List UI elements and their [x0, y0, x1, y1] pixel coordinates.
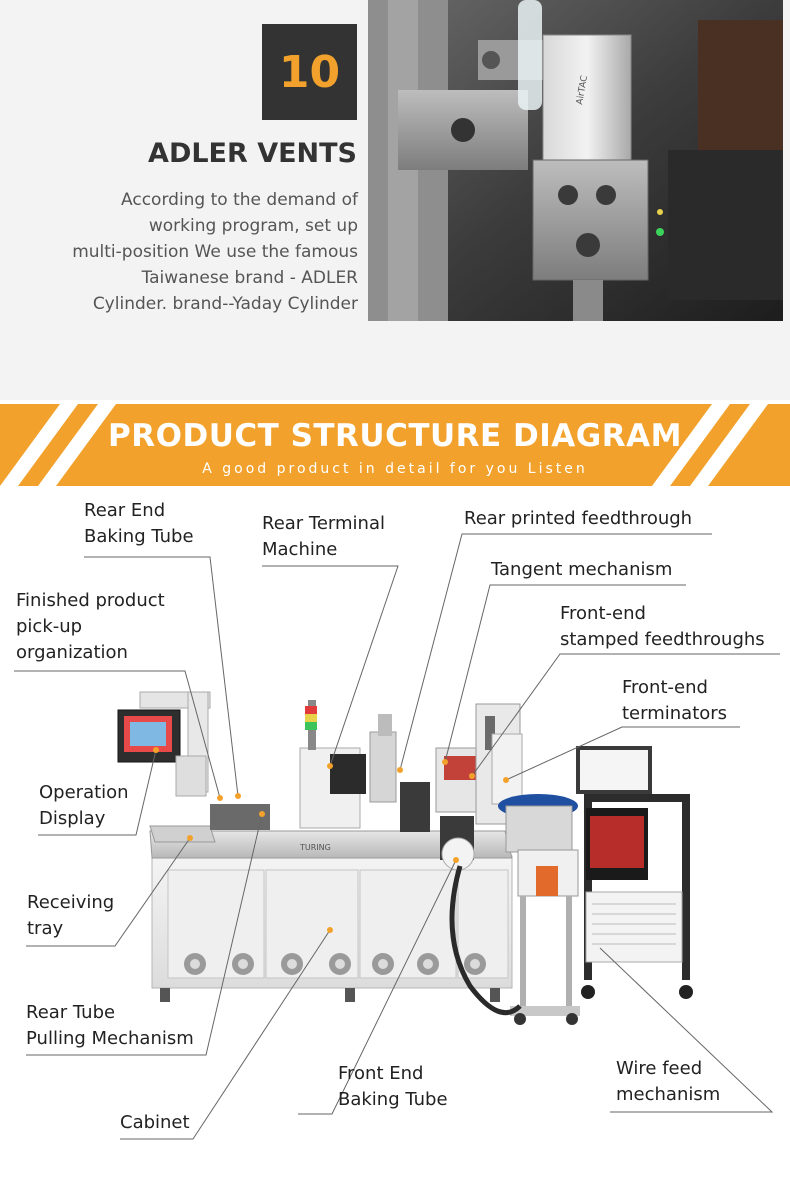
feature-description-line: According to the demand of — [121, 190, 358, 210]
cylinder-closeup-photo: AirTAC — [368, 0, 783, 321]
feature-description-line: working program, set up — [148, 216, 358, 236]
label-finished-product-pickup: Finished product pick-up organization — [16, 590, 165, 663]
feature-description-line: Cylinder. brand--Yaday Cylinder — [92, 294, 358, 314]
machine-brand-text: TURING — [299, 843, 331, 852]
feature-description: According to the demand of working progr… — [20, 187, 358, 317]
label-rear-terminal-machine: Rear Terminal Machine — [262, 513, 385, 560]
cylinder-photo-illustration: AirTAC — [368, 0, 783, 321]
machine-illustration: TURING — [14, 533, 780, 1140]
feature-description-line: multi-position We use the famous — [72, 242, 358, 262]
feature-description-line: Taiwanese brand - ADLER — [141, 268, 358, 288]
label-front-end-stamped: Front-end stamped feedthroughs — [560, 603, 765, 650]
label-operation-display: Operation Display — [39, 782, 129, 829]
label-front-end-baking-tube: Front End Baking Tube — [338, 1063, 448, 1110]
feature-section: 10 ADLER VENTS According to the demand o… — [0, 0, 790, 400]
banner-title: PRODUCT STRUCTURE DIAGRAM — [108, 418, 682, 454]
label-wire-feed-mechanism: Wire feed mechanism — [616, 1058, 721, 1105]
label-tangent-mechanism: Tangent mechanism — [491, 559, 673, 580]
section-banner: PRODUCT STRUCTURE DIAGRAM A good product… — [0, 404, 790, 486]
label-cabinet: Cabinet — [120, 1112, 190, 1133]
label-rear-end-baking-tube: Rear End Baking Tube — [84, 500, 194, 547]
feature-title: ADLER VENTS — [148, 138, 357, 169]
feature-number-badge: 10 — [262, 24, 357, 120]
banner-stripes — [0, 404, 768, 486]
banner-subtitle: A good product in detail for you Listen — [202, 461, 588, 477]
label-rear-tube-pulling: Rear Tube Pulling Mechanism — [26, 1002, 194, 1049]
product-structure-diagram: TURING — [0, 486, 790, 1179]
label-rear-printed-feedthrough: Rear printed feedthrough — [464, 508, 693, 529]
label-receiving-tray: Receiving tray — [27, 892, 115, 939]
label-front-end-terminators: Front-end terminators — [622, 677, 728, 724]
